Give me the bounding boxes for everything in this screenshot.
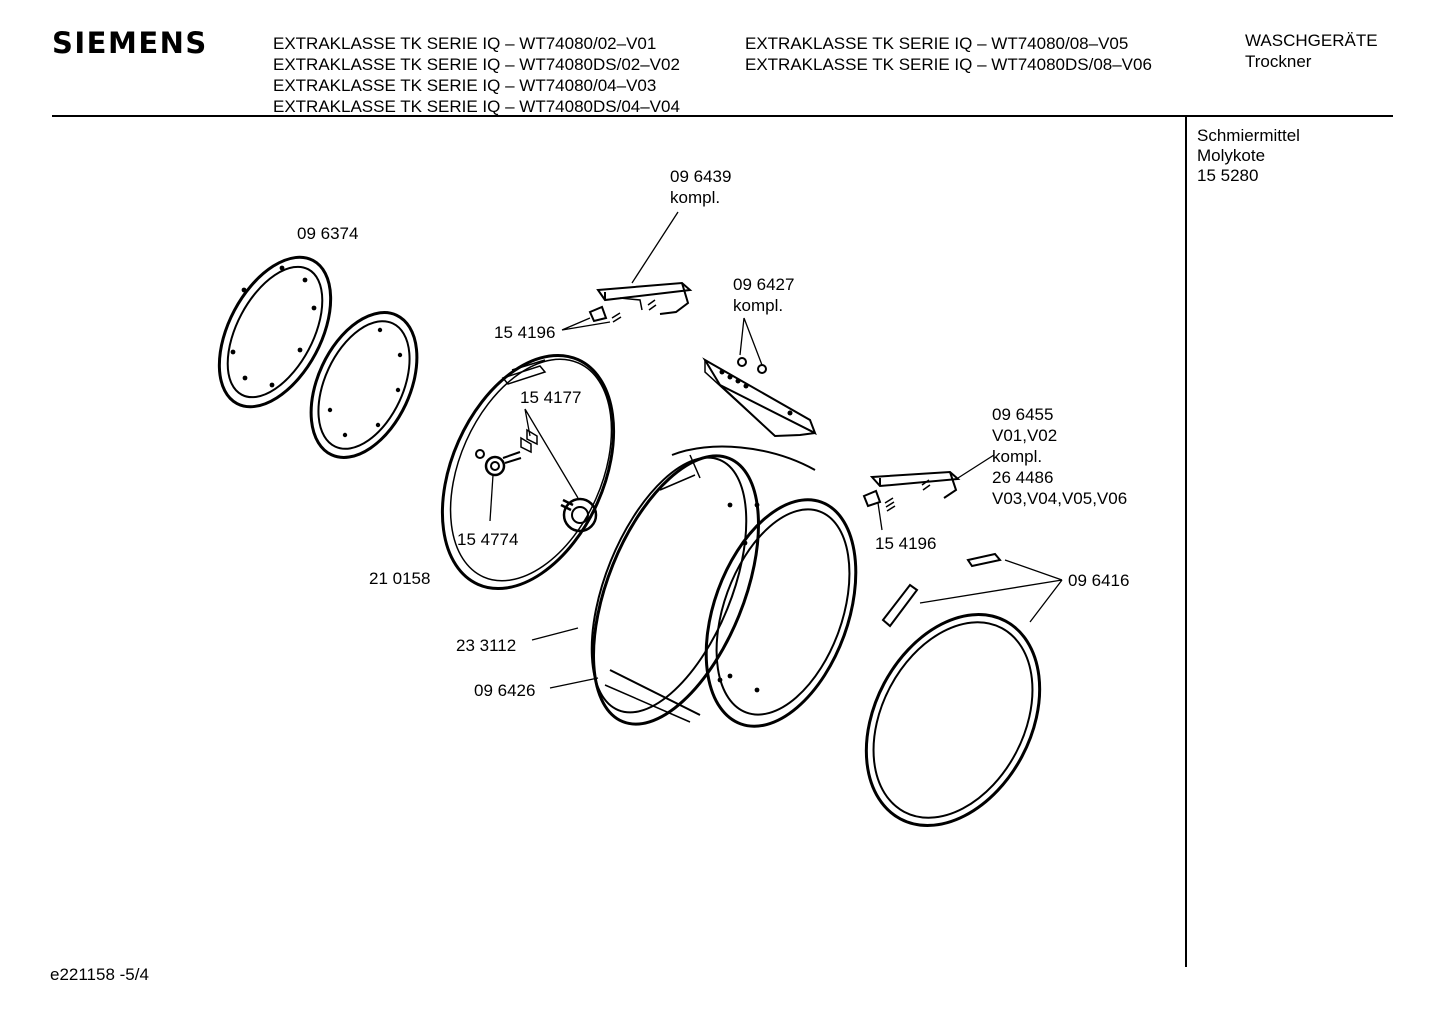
- callout-264486-number: 26 4486: [992, 468, 1053, 487]
- model-line: EXTRAKLASSE TK SERIE IQ – WT74080DS/02–V…: [273, 55, 680, 74]
- brand-logo: SIEMENS: [52, 26, 208, 60]
- callout-154196-top: 15 4196: [494, 323, 555, 342]
- drum-part: [590, 445, 858, 728]
- sidebar-divider: [1185, 116, 1187, 967]
- roller-bracket-top-part: [588, 281, 693, 323]
- callout-096416: 09 6416: [1068, 571, 1129, 590]
- callout-096374: 09 6374: [297, 224, 358, 243]
- bearing-hub-part: [475, 428, 598, 533]
- model-line: EXTRAKLASSE TK SERIE IQ – WT74080DS/08–V…: [745, 55, 1152, 74]
- callout-154196-right: 15 4196: [875, 534, 936, 553]
- callout-096455-number: 09 6455: [992, 405, 1053, 424]
- lubricant-part: 15 5280: [1197, 166, 1259, 185]
- category-group: WASCHGERÄTE: [1245, 31, 1378, 50]
- callout-096439-number: 09 6439: [670, 167, 731, 186]
- front-ring-part: [217, 255, 333, 409]
- callout-154177: 15 4177: [520, 388, 581, 407]
- seal-clip-part: [881, 552, 1002, 628]
- callout-labels: 09 6374 09 6439 kompl. 15 4196 09 6427 k…: [297, 167, 1129, 700]
- appliance-category: WASCHGERÄTE Trockner: [1245, 30, 1378, 72]
- callout-154774: 15 4774: [457, 530, 518, 549]
- gasket-ring-part: [309, 311, 419, 459]
- callout-210158: 21 0158: [369, 569, 430, 588]
- model-line: EXTRAKLASSE TK SERIE IQ – WT74080DS/04–V…: [273, 97, 680, 116]
- document-code: e221158 -5/4: [50, 965, 149, 984]
- callout-096427-number: 09 6427: [733, 275, 794, 294]
- leader-lines: [489, 211, 1063, 689]
- callout-096455-variant-a: V01,V02: [992, 426, 1057, 445]
- callout-096426: 09 6426: [474, 681, 535, 700]
- exploded-parts-drawing: 09 6374 09 6439 kompl. 15 4196 09 6427 k…: [217, 167, 1129, 827]
- callout-264486-variant: V03,V04,V05,V06: [992, 489, 1127, 508]
- category-type: Trockner: [1245, 52, 1312, 71]
- front-seal-ring-part: [864, 613, 1042, 827]
- lubricant-label: Schmiermittel: [1197, 126, 1300, 145]
- header-divider: [52, 115, 1393, 117]
- lubricant-note: Schmiermittel Molykote 15 5280: [1197, 126, 1300, 186]
- model-line: EXTRAKLASSE TK SERIE IQ – WT74080/04–V03: [273, 76, 657, 95]
- model-line: EXTRAKLASSE TK SERIE IQ – WT74080/02–V01: [273, 34, 657, 53]
- roller-bracket-middle-part: [702, 357, 817, 438]
- lubricant-name: Molykote: [1197, 146, 1266, 165]
- callout-096439-note: kompl.: [670, 188, 720, 207]
- model-list-left: EXTRAKLASSE TK SERIE IQ – WT74080/02–V01…: [273, 33, 680, 117]
- model-list-right: EXTRAKLASSE TK SERIE IQ – WT74080/08–V05…: [745, 33, 1152, 75]
- drum-rear-wall-part: [440, 353, 616, 591]
- model-line: EXTRAKLASSE TK SERIE IQ – WT74080/08–V05: [745, 34, 1129, 53]
- callout-096455-note: kompl.: [992, 447, 1042, 466]
- callout-096427-note: kompl.: [733, 296, 783, 315]
- roller-bracket-right-part: [862, 470, 961, 512]
- callout-233112: 23 3112: [456, 636, 516, 655]
